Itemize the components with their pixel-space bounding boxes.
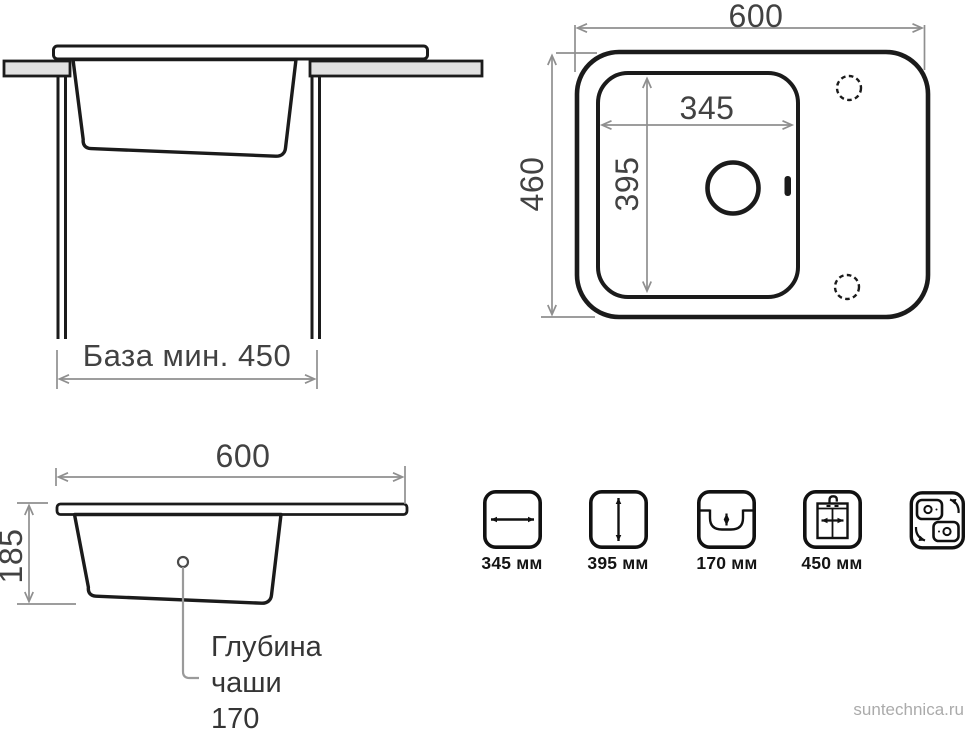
icon-label-cabinet-base: 450 мм (801, 553, 863, 573)
faucet-glyph (828, 495, 838, 504)
bowl-height-icon (696, 489, 757, 550)
top-view-bowl-width-label: 345 (679, 90, 735, 126)
top-view-drawing (541, 23, 931, 320)
bowl-depth-note-line: 170 (211, 703, 260, 731)
top-view-height-label: 460 (514, 156, 550, 212)
countertop-right (308, 59, 484, 78)
bowl-depth-note-line: Глубина (211, 631, 322, 663)
bowl-depth-icon (588, 489, 649, 550)
leader-line (181, 567, 199, 680)
spec-icons (482, 489, 965, 550)
icon-label-bowl-width: 345 мм (481, 553, 543, 573)
bowl-section (72, 512, 283, 605)
tap-hole-top (835, 74, 863, 102)
front-view-drawing (2, 44, 484, 389)
countertop-left (2, 59, 72, 78)
side-view-drawing (17, 466, 409, 680)
front-view-base-label: База мин. 450 (82, 338, 292, 373)
drain-hole (705, 160, 761, 216)
sink-rim-profile (52, 44, 429, 61)
icon-label-bowl-depth: 395 мм (587, 553, 649, 573)
tap-hole-bottom (833, 273, 861, 301)
top-view-width-label: 600 (728, 0, 784, 34)
reversible-icon (909, 491, 965, 550)
bowl-depth-note-line: чаши (211, 667, 282, 699)
watermark: suntechnica.ru (853, 700, 964, 719)
cabinet-base-icon (802, 489, 863, 550)
overflow-mark (784, 176, 791, 196)
sink-bowl-profile (71, 57, 298, 158)
side-view-width-label: 600 (215, 438, 271, 474)
top-view-bowl-depth-label: 395 (609, 156, 645, 212)
bowl-depth-note: Глубина чаши 170 (211, 629, 322, 731)
bowl-width-icon (482, 489, 543, 550)
icon-label-bowl-height: 170 мм (696, 553, 758, 573)
depth-reference-point (176, 555, 190, 569)
side-view-height-label: 185 (0, 528, 29, 584)
